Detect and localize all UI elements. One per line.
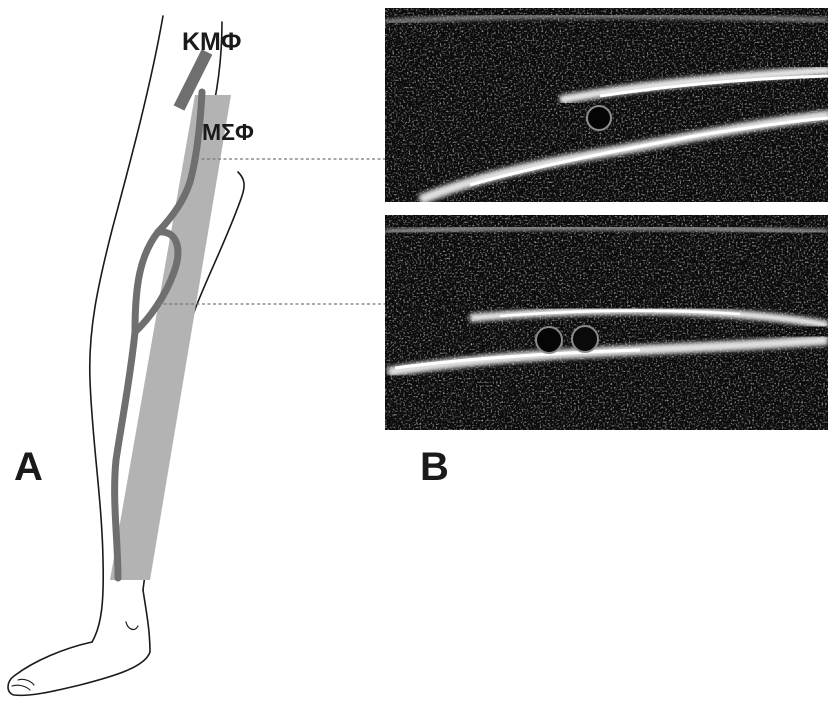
ultrasound-image-top: [385, 8, 828, 202]
ultrasound-image-bottom: [385, 215, 828, 430]
msf-label: ΜΣΦ: [202, 119, 254, 145]
ultrasound-vein-circle-left: [536, 327, 562, 353]
panel-a-letter: A: [14, 445, 43, 489]
panel-b-letter: B: [420, 445, 449, 489]
kmf-label: ΚΜΦ: [182, 28, 241, 56]
ultrasound-vein-circle-top: [587, 106, 611, 130]
ultrasound-vein-circle-right: [572, 326, 598, 352]
panel-a-leg-diagram: ΚΜΦ ΜΣΦ A: [8, 16, 254, 695]
